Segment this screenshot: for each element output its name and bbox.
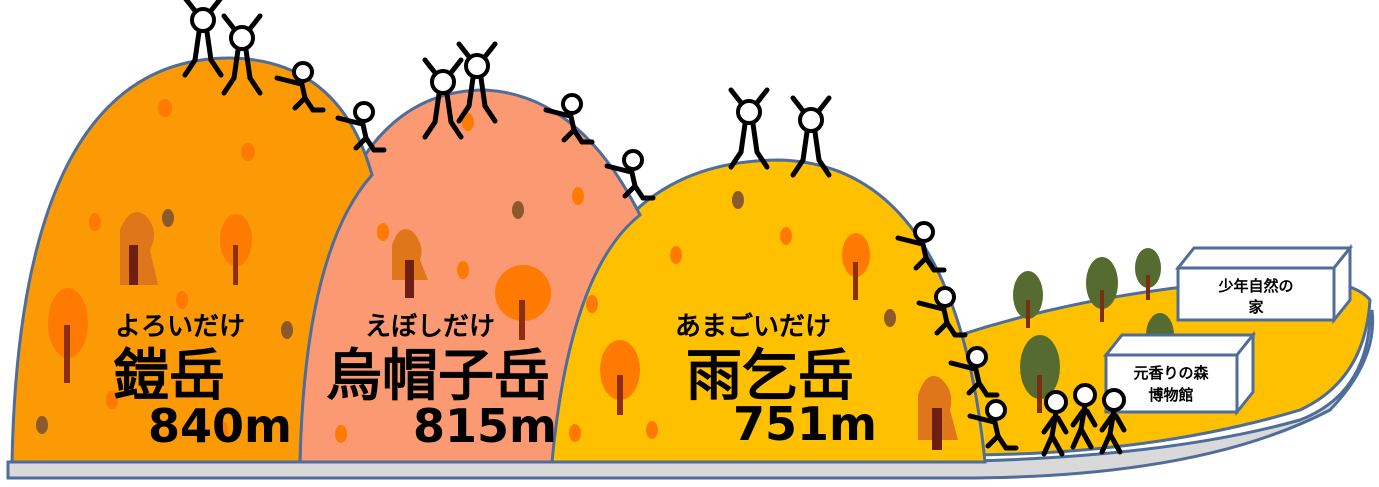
cheering-figure-icon <box>790 95 832 178</box>
eboshi-elevation: 815m <box>413 399 557 453</box>
eboshi-reading: えぼしだけ <box>365 312 495 342</box>
hiker-figure-icon <box>1041 390 1069 457</box>
hiker-figure-icon <box>895 221 947 273</box>
cheering-figure-icon <box>456 41 498 124</box>
hiker-figure-icon <box>274 61 326 113</box>
yoroi-name: 鎧岳 <box>113 344 225 409</box>
autumn-trees <box>48 212 958 450</box>
yoroi-reading: よろいだけ <box>115 312 245 342</box>
autumn-dots <box>36 99 896 443</box>
figures <box>182 0 1127 457</box>
facility-label-shonen-line2: 家 <box>1248 298 1263 316</box>
hiker-figure-icon <box>543 93 595 145</box>
building-icon <box>1102 243 1354 417</box>
cheering-figure-icon <box>422 57 464 140</box>
hiker-figure-icon <box>604 149 656 201</box>
cheering-figure-icon <box>182 0 224 78</box>
cheering-figure-icon <box>221 13 263 96</box>
amagoi-reading: あまごいだけ <box>675 311 831 342</box>
hiker-figure-icon <box>335 101 387 153</box>
amagoi-name: 雨乞岳 <box>686 344 854 409</box>
cheering-figure-icon <box>728 87 770 170</box>
facility-label-kaori-line2: 博物館 <box>1148 386 1193 404</box>
facility-label-kaori-line1: 元香りの森 <box>1133 364 1209 382</box>
hiker-figure-icon <box>1070 383 1098 450</box>
hiker-figure-icon <box>967 399 1019 451</box>
yoroi-elevation: 840m <box>148 399 292 453</box>
facility-label-shonen-line1: 少年自然の <box>1217 277 1293 295</box>
hiker-figure-icon <box>916 286 968 338</box>
eboshi-name: 烏帽子岳 <box>326 344 550 409</box>
amagoi-elevation: 751m <box>733 397 877 451</box>
road <box>6 309 1375 480</box>
hiker-figure-icon <box>1099 388 1127 455</box>
hiker-figure-icon <box>948 346 1000 398</box>
